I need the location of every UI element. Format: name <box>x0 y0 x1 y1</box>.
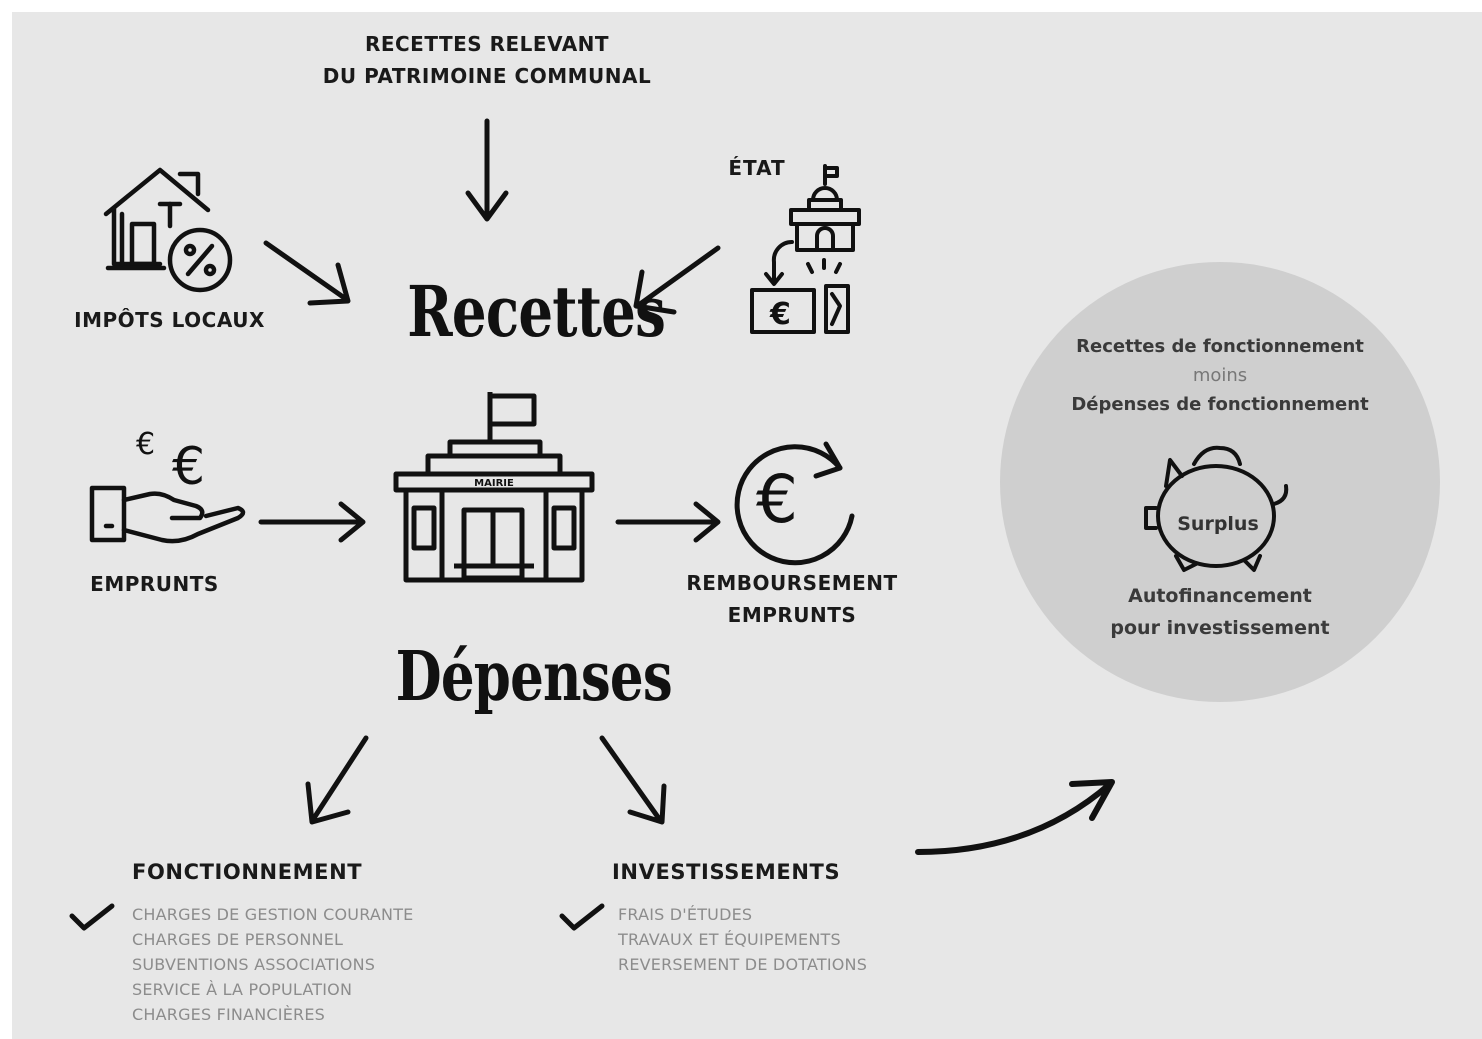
diagram-canvas: RECETTES RELEVANT DU PATRIMOINE COMMUNAL… <box>12 12 1482 1039</box>
remboursement-label-line2: EMPRUNTS <box>727 603 857 627</box>
svg-text:€: € <box>769 297 791 332</box>
svg-text:€: € <box>136 427 155 462</box>
list-item: CHARGES FINANCIÈRES <box>132 1005 326 1024</box>
arrow-mairie-to-remboursement <box>615 501 721 543</box>
checkmark-icon <box>559 903 605 931</box>
checkmark-icon <box>69 903 115 931</box>
arrow-impots-to-recettes <box>263 240 351 306</box>
mairie-sign: MAIRIE <box>474 478 514 489</box>
arrow-to-autofinancement <box>915 779 1115 855</box>
investissements-list: FRAIS D'ÉTUDES TRAVAUX ET ÉQUIPEMENTS RE… <box>618 902 867 977</box>
house-percent-icon <box>103 167 233 293</box>
autofinancement-line2: pour investissement <box>1110 617 1330 639</box>
svg-text:€: € <box>756 461 798 538</box>
piggy-bank-icon: Surplus <box>1144 445 1289 572</box>
patrimoine-label-line2: DU PATRIMOINE COMMUNAL <box>322 64 652 88</box>
arrow-down-recettes <box>465 118 509 222</box>
remboursement-label: REMBOURSEMENT EMPRUNTS <box>672 567 912 631</box>
money-transfer-icon: € <box>750 239 850 334</box>
svg-text:€: € <box>172 437 205 497</box>
piggy-label: Surplus <box>1177 513 1259 535</box>
fonctionnement-list: CHARGES DE GESTION COURANTE CHARGES DE P… <box>132 902 413 1027</box>
autofinancement-label: Autofinancement pour investissement <box>1020 580 1420 644</box>
emprunts-label: EMPRUNTS <box>90 572 219 596</box>
hand-euro-icon: € € <box>89 427 246 544</box>
circle-line2: moins <box>1192 365 1248 386</box>
circle-equation: Recettes de fonctionnement moins Dépense… <box>1020 332 1420 419</box>
recettes-heading: Recettes <box>407 270 666 353</box>
autofinancement-line1: Autofinancement <box>1128 585 1312 607</box>
list-item: FRAIS D'ÉTUDES <box>618 905 753 924</box>
list-item: CHARGES DE PERSONNEL <box>132 930 344 949</box>
euro-refresh-icon: € <box>734 441 855 566</box>
arrow-etat-to-recettes <box>633 245 721 315</box>
investissements-title: INVESTISSEMENTS <box>612 860 841 884</box>
circle-line1: Recettes de fonctionnement <box>1076 336 1364 357</box>
arrow-emprunts-to-mairie <box>258 501 366 543</box>
arrow-to-fonctionnement <box>305 735 369 825</box>
impots-label: IMPÔTS LOCAUX <box>74 308 265 332</box>
patrimoine-label: RECETTES RELEVANT DU PATRIMOINE COMMUNAL <box>312 28 662 92</box>
fonctionnement-title: FONCTIONNEMENT <box>132 860 363 884</box>
town-hall-icon: MAIRIE <box>393 392 595 583</box>
list-item: SERVICE À LA POPULATION <box>132 980 353 999</box>
etat-label: ÉTAT <box>728 156 786 180</box>
circle-line3: Dépenses de fonctionnement <box>1071 394 1369 415</box>
list-item: TRAVAUX ET ÉQUIPEMENTS <box>618 930 841 949</box>
list-item: CHARGES DE GESTION COURANTE <box>132 905 414 924</box>
list-item: SUBVENTIONS ASSOCIATIONS <box>132 955 376 974</box>
patrimoine-label-line1: RECETTES RELEVANT <box>364 32 610 56</box>
list-item: REVERSEMENT DE DOTATIONS <box>618 955 868 974</box>
depenses-heading: Dépenses <box>395 637 673 717</box>
government-building-icon <box>789 164 861 252</box>
remboursement-label-line1: REMBOURSEMENT <box>686 571 898 595</box>
arrow-to-investissements <box>599 735 667 825</box>
